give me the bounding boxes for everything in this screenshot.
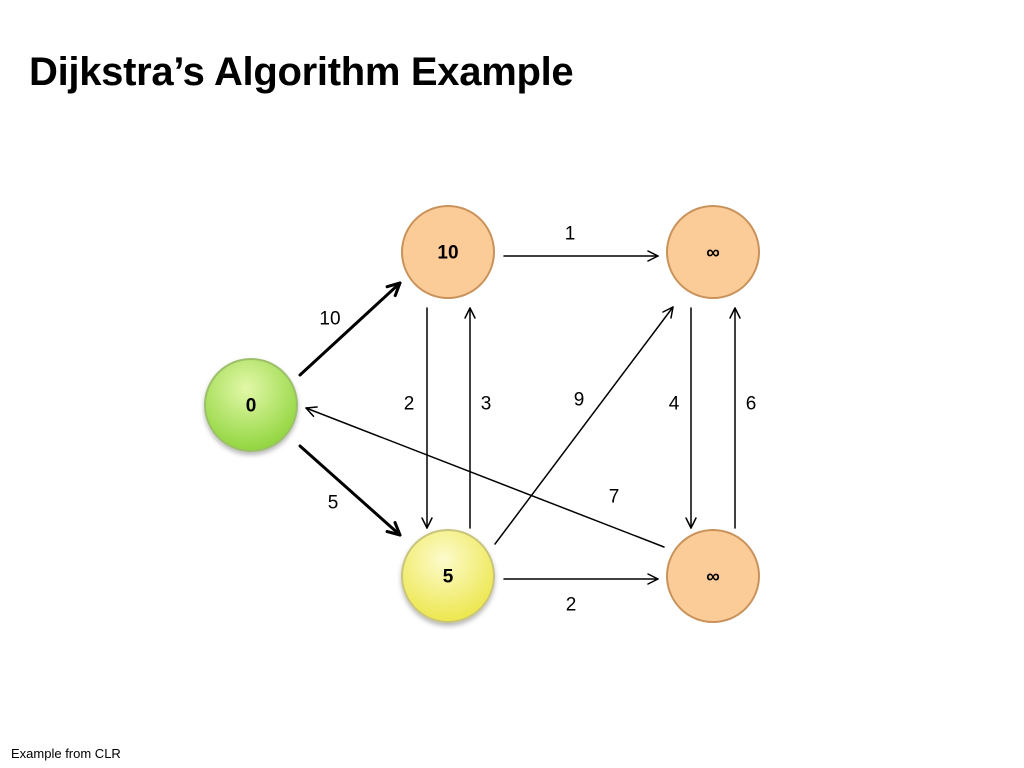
- arrowhead: [385, 521, 402, 537]
- arrowhead: [647, 250, 659, 262]
- edge-s-y: 5: [298, 444, 402, 537]
- edge-y-t: 3: [464, 307, 492, 529]
- arrowhead: [305, 406, 318, 418]
- arrowhead: [464, 307, 476, 319]
- edge-weight-label: 3: [481, 394, 492, 415]
- arrowhead: [685, 517, 697, 529]
- edge-line: [305, 407, 665, 548]
- edge-weight-label: 6: [746, 394, 757, 415]
- node-circle: [401, 529, 495, 623]
- node-circle: [401, 205, 495, 299]
- arrowhead: [385, 281, 402, 298]
- node-circle: [666, 205, 760, 299]
- edge-weight-label: 4: [669, 394, 680, 415]
- edge-weight-label: 2: [566, 595, 577, 616]
- edge-weight-label: 9: [574, 390, 585, 411]
- edge-y-z: 2: [503, 573, 659, 616]
- node-s: 0: [204, 358, 298, 452]
- node-t: 10: [401, 205, 495, 299]
- edge-t-x: 1: [503, 224, 659, 262]
- node-distance-label: 5: [443, 567, 454, 588]
- arrowhead: [421, 517, 433, 529]
- node-distance-label: ∞: [706, 567, 720, 588]
- node-distance-label: ∞: [706, 243, 720, 264]
- edge-weight-label: 5: [328, 493, 339, 514]
- arrowhead: [662, 306, 674, 319]
- edge-weight-label: 10: [319, 309, 340, 330]
- node-y: 5: [401, 529, 495, 623]
- edge-line: [494, 306, 674, 545]
- slide-title: Dijkstra’s Algorithm Example: [29, 50, 574, 94]
- edge-t-y: 2: [404, 307, 433, 529]
- edge-line: [298, 444, 402, 537]
- node-circle: [204, 358, 298, 452]
- arrowhead: [729, 307, 741, 319]
- node-z: ∞: [666, 529, 760, 623]
- edge-weight-label: 2: [404, 394, 415, 415]
- edge-weight-label: 7: [609, 487, 620, 508]
- edge-x-z: 4: [669, 307, 697, 529]
- footer-note: Example from CLR: [11, 746, 121, 761]
- node-x: ∞: [666, 205, 760, 299]
- node-distance-label: 10: [437, 243, 458, 264]
- edge-line: [298, 281, 402, 377]
- node-distance-label: 0: [246, 396, 257, 417]
- arrowhead: [647, 573, 659, 585]
- edge-y-x: 9: [494, 306, 674, 545]
- edge-z-x: 6: [729, 307, 757, 529]
- edges-layer: 10 5 1 2 3 9 4 6 7 2: [298, 224, 757, 616]
- edge-s-t: 10: [298, 281, 402, 377]
- edge-z-s: 7: [305, 406, 665, 548]
- edge-weight-label: 1: [565, 224, 576, 245]
- nodes-layer: 0 10 ∞ 5 ∞: [204, 205, 760, 623]
- node-circle: [666, 529, 760, 623]
